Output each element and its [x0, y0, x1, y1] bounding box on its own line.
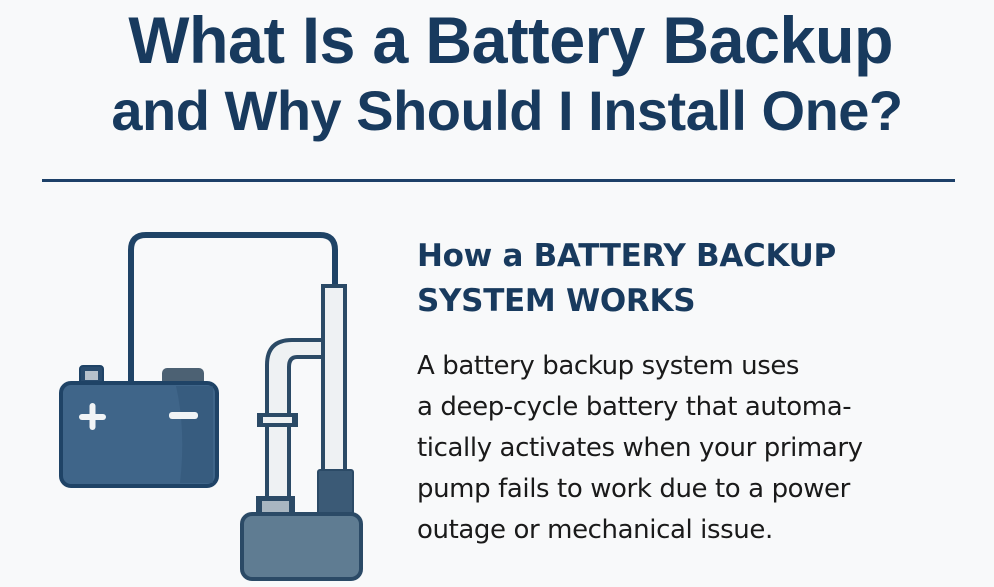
- section-body: A battery backup system uses a deep-cycl…: [417, 346, 957, 551]
- page-title: What Is a Battery Backup and Why Should …: [0, 2, 994, 144]
- body-line: outage or mechanical issue.: [417, 515, 773, 545]
- section-heading-line-1: How a BATTERY BACKUP: [417, 238, 836, 274]
- body-line: tically activates when your primary: [417, 433, 863, 463]
- wire-icon: [128, 232, 338, 384]
- title-line-1: What Is a Battery Backup: [128, 3, 894, 77]
- title-divider: [42, 179, 955, 182]
- body-line: pump fails to work due to a power: [417, 474, 850, 504]
- negative-terminal-icon: [169, 412, 198, 419]
- title-line-2: and Why Should I Install One?: [111, 79, 903, 142]
- body-line: A battery backup system uses: [417, 351, 800, 381]
- section-heading-line-2: SYSTEM WORKS: [417, 283, 696, 319]
- positive-terminal-icon: [79, 403, 106, 430]
- battery-icon: [59, 365, 219, 488]
- sump-pump-icon: [240, 284, 363, 581]
- body-line: a deep-cycle battery that automa-: [417, 392, 852, 422]
- section-heading: How a BATTERY BACKUP SYSTEM WORKS: [417, 234, 937, 324]
